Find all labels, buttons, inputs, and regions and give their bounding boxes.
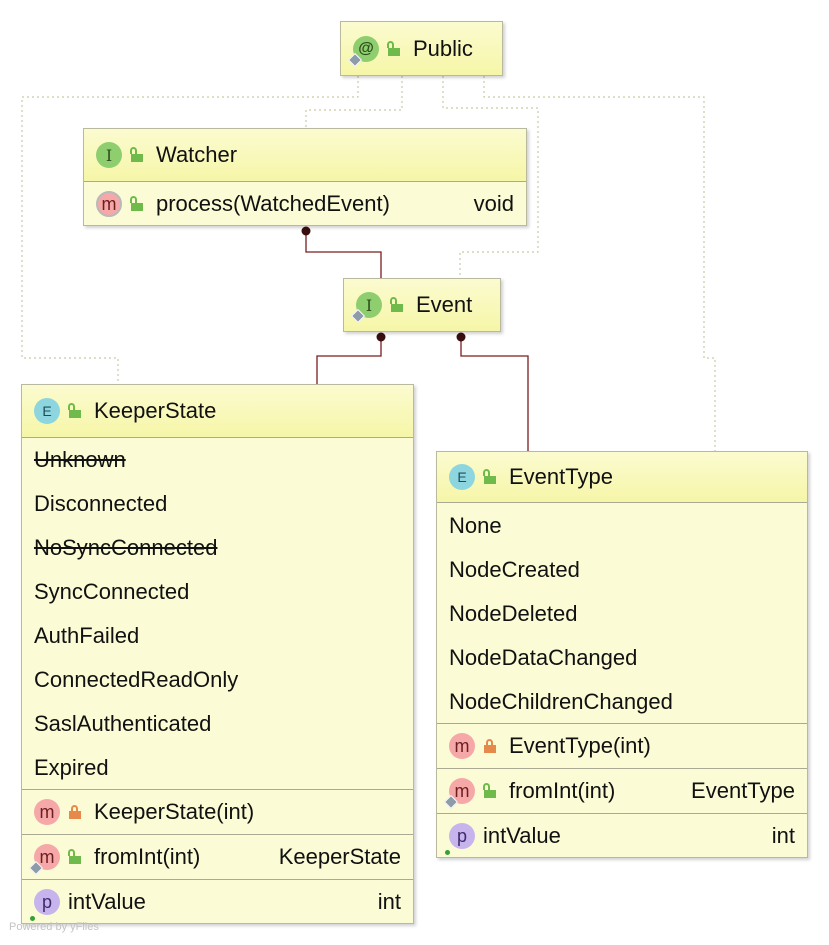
node-watcher-header: I Watcher (84, 129, 526, 181)
edge-event-eventtype (460, 337, 529, 451)
unlocked-icon (483, 783, 497, 798)
unlocked-icon (483, 469, 497, 484)
constant-name: AuthFailed (34, 623, 140, 648)
locked-icon (483, 739, 497, 753)
constant-name: Expired (34, 755, 109, 780)
constant-name: Disconnected (34, 491, 168, 516)
unlocked-icon (387, 40, 401, 56)
enum-constant: Expired (22, 746, 413, 790)
method-icon: m (34, 799, 60, 825)
constant-name: NodeChildrenChanged (449, 689, 673, 714)
edge-event-eventtype-head (456, 332, 466, 342)
method-icon: m (449, 733, 475, 759)
method-icon: m (96, 191, 122, 217)
node-event-header: I Event (344, 279, 500, 331)
static-method-row: m fromInt(int) KeeperState (22, 835, 413, 879)
node-eventtype-title: EventType (509, 464, 613, 489)
member-name: intValue (483, 823, 561, 848)
constructor-row: m KeeperState(int) (22, 790, 413, 834)
node-watcher-title: Watcher (156, 142, 238, 167)
enum-constant: Disconnected (22, 482, 413, 526)
member-type: int (771, 823, 795, 848)
edge-public-event (442, 76, 539, 278)
enum-constant: NodeDeleted (437, 592, 807, 636)
constant-name: Unknown (34, 447, 126, 472)
enum-constant: SaslAuthenticated (22, 702, 413, 746)
member-type: void (473, 191, 514, 216)
enum-icon: E (34, 398, 60, 424)
enum-constant: SyncConnected (22, 570, 413, 614)
interface-icon: I (96, 142, 122, 168)
constructor-row: m EventType(int) (437, 724, 807, 768)
edge-watcher-event (305, 231, 382, 278)
constant-name: None (449, 513, 502, 538)
enum-constant: ConnectedReadOnly (22, 658, 413, 702)
member-name: EventType(int) (509, 733, 651, 758)
enum-constant: NodeDataChanged (437, 636, 807, 680)
static-method-row: m fromInt(int) EventType (437, 769, 807, 813)
node-keeperstate-header: E KeeperState (22, 385, 413, 437)
enum-icon: E (449, 464, 475, 490)
unlocked-icon (130, 196, 144, 211)
constant-name: SyncConnected (34, 579, 190, 604)
annotation-icon: @ (347, 35, 379, 67)
member-type: EventType (691, 778, 795, 803)
edge-event-keeperstate (316, 337, 382, 384)
member-name: intValue (68, 889, 146, 914)
constant-name: SaslAuthenticated (34, 711, 212, 736)
property-icon: p (445, 823, 475, 855)
constant-name: NodeDeleted (449, 601, 578, 626)
constant-name: NodeCreated (449, 557, 580, 582)
unlocked-icon (68, 403, 82, 418)
edge-public-eventtype (483, 76, 716, 451)
powered-by-label: Powered by yFiles (9, 921, 99, 933)
constant-name: NoSyncConnected (34, 535, 218, 560)
property-icon: p (30, 889, 60, 921)
node-eventtype-header: E EventType (437, 452, 807, 502)
member-row: m process(WatchedEvent) void (84, 182, 526, 226)
node-public[interactable]: @ Public (340, 21, 503, 76)
member-type: int (377, 889, 401, 914)
node-event-title: Event (416, 292, 473, 317)
unlocked-icon (390, 297, 404, 312)
node-public-header: @ Public (341, 22, 502, 75)
interface-icon: I (350, 292, 382, 324)
member-name: fromInt(int) (509, 778, 616, 803)
unlocked-icon (130, 147, 144, 162)
enum-constant: NoSyncConnected (22, 526, 413, 570)
property-row: p intValue int (22, 880, 413, 924)
enum-constant: AuthFailed (22, 614, 413, 658)
edge-watcher-event-head (301, 226, 311, 236)
enum-constant: NodeChildrenChanged (437, 680, 807, 724)
node-watcher[interactable]: I Watcher m process(WatchedEvent) void (83, 128, 527, 226)
method-icon: m (28, 844, 60, 876)
node-keeperstate-title: KeeperState (94, 398, 217, 423)
member-name: fromInt(int) (94, 844, 201, 869)
node-event[interactable]: I Event (343, 278, 501, 332)
locked-icon (68, 805, 82, 819)
node-public-title: Public (413, 35, 473, 61)
edge-event-keeperstate-head (376, 332, 386, 342)
member-name: KeeperState(int) (94, 799, 255, 824)
member-type: KeeperState (278, 844, 401, 869)
property-row: p intValue int (437, 814, 807, 858)
enum-constant: NodeCreated (437, 548, 807, 592)
method-icon: m (443, 778, 475, 810)
unlocked-icon (68, 849, 82, 864)
enum-constant: None (437, 504, 807, 548)
member-name: process(WatchedEvent) (156, 191, 390, 216)
enum-constant: Unknown (22, 438, 413, 482)
edge-public-watcher (305, 76, 403, 128)
constant-name: ConnectedReadOnly (34, 667, 239, 692)
node-eventtype[interactable]: E EventType None NodeCreated NodeDeleted… (436, 451, 808, 858)
node-keeperstate[interactable]: E KeeperState Unknown Disconnected NoSyn… (21, 384, 414, 924)
constant-name: NodeDataChanged (449, 645, 638, 670)
